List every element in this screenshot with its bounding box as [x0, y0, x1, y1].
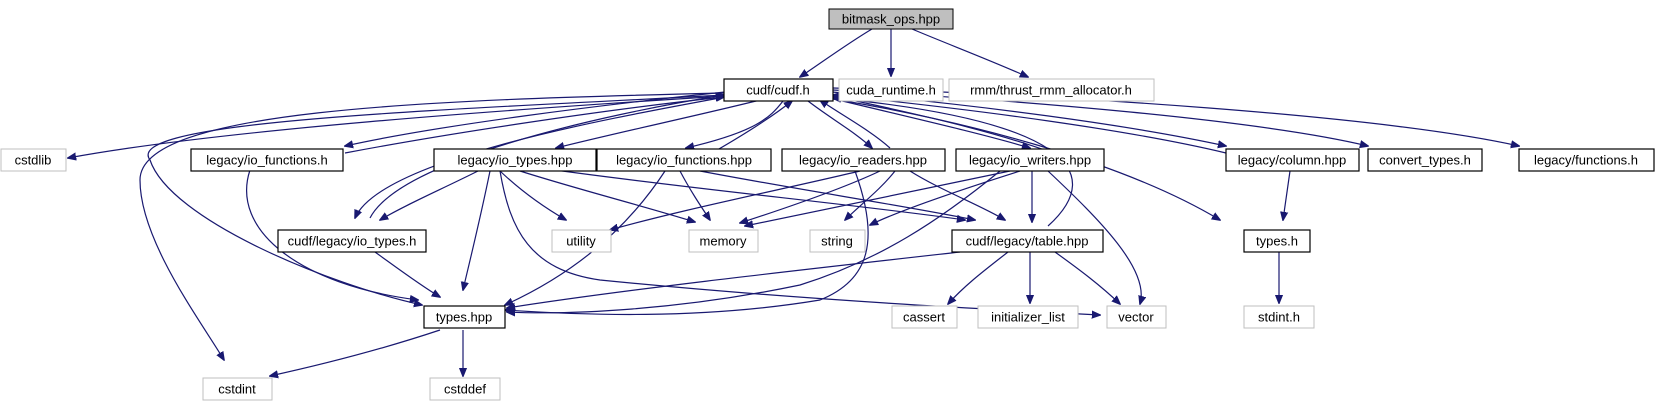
node-label: legacy/io_types.hpp — [458, 153, 573, 168]
node-label: types.h — [1256, 234, 1298, 249]
edge-io-types-h-to-types-hpp — [374, 251, 440, 297]
node-label: cuda_runtime.h — [846, 83, 936, 98]
node-label: legacy/io_readers.hpp — [799, 153, 927, 168]
edges — [68, 28, 1519, 376]
edge-io-functions-hpp-to-memory — [679, 170, 710, 220]
edge-io-readers-hpp-to-memory — [740, 170, 881, 223]
node-label: legacy/column.hpp — [1238, 153, 1346, 168]
edge-root-to-thrust-alloc — [911, 28, 1028, 77]
node-label: cudf/legacy/table.hpp — [966, 234, 1089, 249]
edge-io-writers-hpp-to-string — [870, 170, 1021, 225]
node-label: memory — [700, 234, 747, 249]
node-label: legacy/io_functions.h — [206, 153, 327, 168]
node-label: cassert — [903, 310, 945, 325]
node-label: string — [821, 234, 853, 249]
node-stdint-h[interactable]: stdint.h — [1243, 305, 1315, 329]
edge-io-writers-hpp-to-vector — [1047, 170, 1141, 304]
node-cstddef[interactable]: cstddef — [429, 377, 501, 401]
node-label: bitmask_ops.hpp — [842, 12, 940, 27]
node-label: legacy/functions.h — [1534, 153, 1638, 168]
edge-table-to-types-hpp — [507, 251, 961, 308]
edge-io-types-hpp-to-io-types-h — [380, 170, 479, 220]
edge-cudf-to-io-functions-hpp — [686, 100, 784, 148]
node-label: cstdint — [218, 382, 256, 397]
node-label: initializer_list — [991, 310, 1065, 325]
node-rmm-thrust-rmm-allocator-h[interactable]: rmm/thrust_rmm_allocator.h — [948, 78, 1155, 102]
edge-root-to-cudf-h — [800, 28, 873, 77]
edge-cudf-to-types-h — [832, 98, 1220, 220]
edge-cudf-to-io-types-h — [355, 96, 726, 218]
edge-io-readers-hpp-to-string — [845, 170, 896, 220]
edge-io-types-hpp-to-types-hpp — [463, 170, 491, 290]
node-label: cstdlib — [15, 153, 52, 168]
edge-io-functions-hpp-to-types-hpp — [505, 170, 666, 305]
edge-io-readers-hpp-to-utility — [610, 170, 861, 230]
node-legacy-io-functions-hpp[interactable]: legacy/io_functions.hpp — [596, 148, 772, 172]
node-cudf-legacy-table-hpp[interactable]: cudf/legacy/table.hpp — [951, 229, 1104, 253]
edge-io-writers-hpp-to-memory — [745, 170, 1011, 226]
node-label: rmm/thrust_rmm_allocator.h — [970, 83, 1132, 98]
node-types-hpp[interactable]: types.hpp — [423, 305, 506, 329]
edge-io-functions-hpp-to-table — [699, 170, 975, 220]
node-label: vector — [1118, 310, 1154, 325]
edge-io-types-hpp-to-memory — [519, 170, 695, 222]
edge-io-functions-h-to-cudf — [344, 97, 724, 154]
node-convert-types-h[interactable]: convert_types.h — [1367, 148, 1483, 172]
edge-column-hpp-to-types-h — [1283, 170, 1291, 220]
node-legacy-column-hpp[interactable]: legacy/column.hpp — [1225, 148, 1360, 172]
node-label: cstddef — [444, 382, 486, 397]
node-legacy-io-writers-hpp[interactable]: legacy/io_writers.hpp — [955, 148, 1105, 172]
node-initializer-list[interactable]: initializer_list — [977, 305, 1079, 329]
edge-column-hpp-to-cudf — [833, 95, 1227, 154]
edge-cudf-to-io-types-hpp — [556, 99, 761, 148]
edge-types-hpp-to-cstdint — [270, 329, 441, 376]
node-cstdlib[interactable]: cstdlib — [0, 148, 67, 172]
node-label: utility — [566, 234, 596, 249]
edge-cudf-to-io-writers-hpp — [829, 97, 1030, 148]
edge-io-readers-hpp-to-types-hpp — [505, 170, 869, 316]
node-cudf-legacy-io-types-h[interactable]: cudf/legacy/io_types.h — [277, 229, 427, 253]
nodes: bitmask_ops.hpp cudf/cudf.h cuda_runtime… — [0, 8, 1655, 401]
node-legacy-io-readers-hpp[interactable]: legacy/io_readers.hpp — [781, 148, 946, 172]
node-cassert[interactable]: cassert — [891, 305, 958, 329]
node-label: types.hpp — [436, 310, 492, 325]
edge-io-writers-hpp-to-types-hpp — [507, 170, 1001, 313]
node-label: stdint.h — [1258, 310, 1300, 325]
node-label: cudf/legacy/io_types.h — [288, 234, 417, 249]
node-cstdint[interactable]: cstdint — [202, 377, 273, 401]
node-bitmask-ops-hpp[interactable]: bitmask_ops.hpp — [828, 8, 954, 30]
node-types-h[interactable]: types.h — [1243, 229, 1311, 253]
node-cuda-runtime-h[interactable]: cuda_runtime.h — [838, 78, 944, 102]
node-string[interactable]: string — [809, 229, 866, 253]
edge-table-to-cassert — [948, 251, 1009, 304]
node-cudf-h[interactable]: cudf/cudf.h — [723, 78, 834, 102]
node-legacy-io-types-hpp[interactable]: legacy/io_types.hpp — [433, 148, 597, 172]
edge-io-readers-hpp-to-table — [909, 170, 1005, 220]
node-legacy-io-functions-h[interactable]: legacy/io_functions.h — [190, 148, 344, 172]
node-vector[interactable]: vector — [1106, 305, 1167, 329]
edge-cudf-to-types-hpp — [147, 94, 726, 305]
node-legacy-functions-h[interactable]: legacy/functions.h — [1518, 148, 1655, 172]
node-label: cudf/cudf.h — [746, 83, 810, 98]
edge-io-readers-hpp-to-cudf — [820, 100, 891, 149]
edge-table-to-vector — [1054, 251, 1120, 304]
edge-io-types-hpp-to-utility — [499, 170, 566, 220]
edge-cudf-to-io-readers-hpp — [807, 100, 872, 148]
node-label: legacy/io_writers.hpp — [969, 153, 1091, 168]
node-label: legacy/io_functions.hpp — [616, 153, 752, 168]
edge-io-types-hpp-to-table — [554, 169, 965, 220]
node-memory[interactable]: memory — [688, 229, 759, 253]
edge-cudf-to-cstdint — [139, 92, 726, 360]
node-label: convert_types.h — [1379, 153, 1471, 168]
node-utility[interactable]: utility — [551, 229, 612, 253]
edge-io-types-h-to-cudf — [369, 95, 724, 219]
